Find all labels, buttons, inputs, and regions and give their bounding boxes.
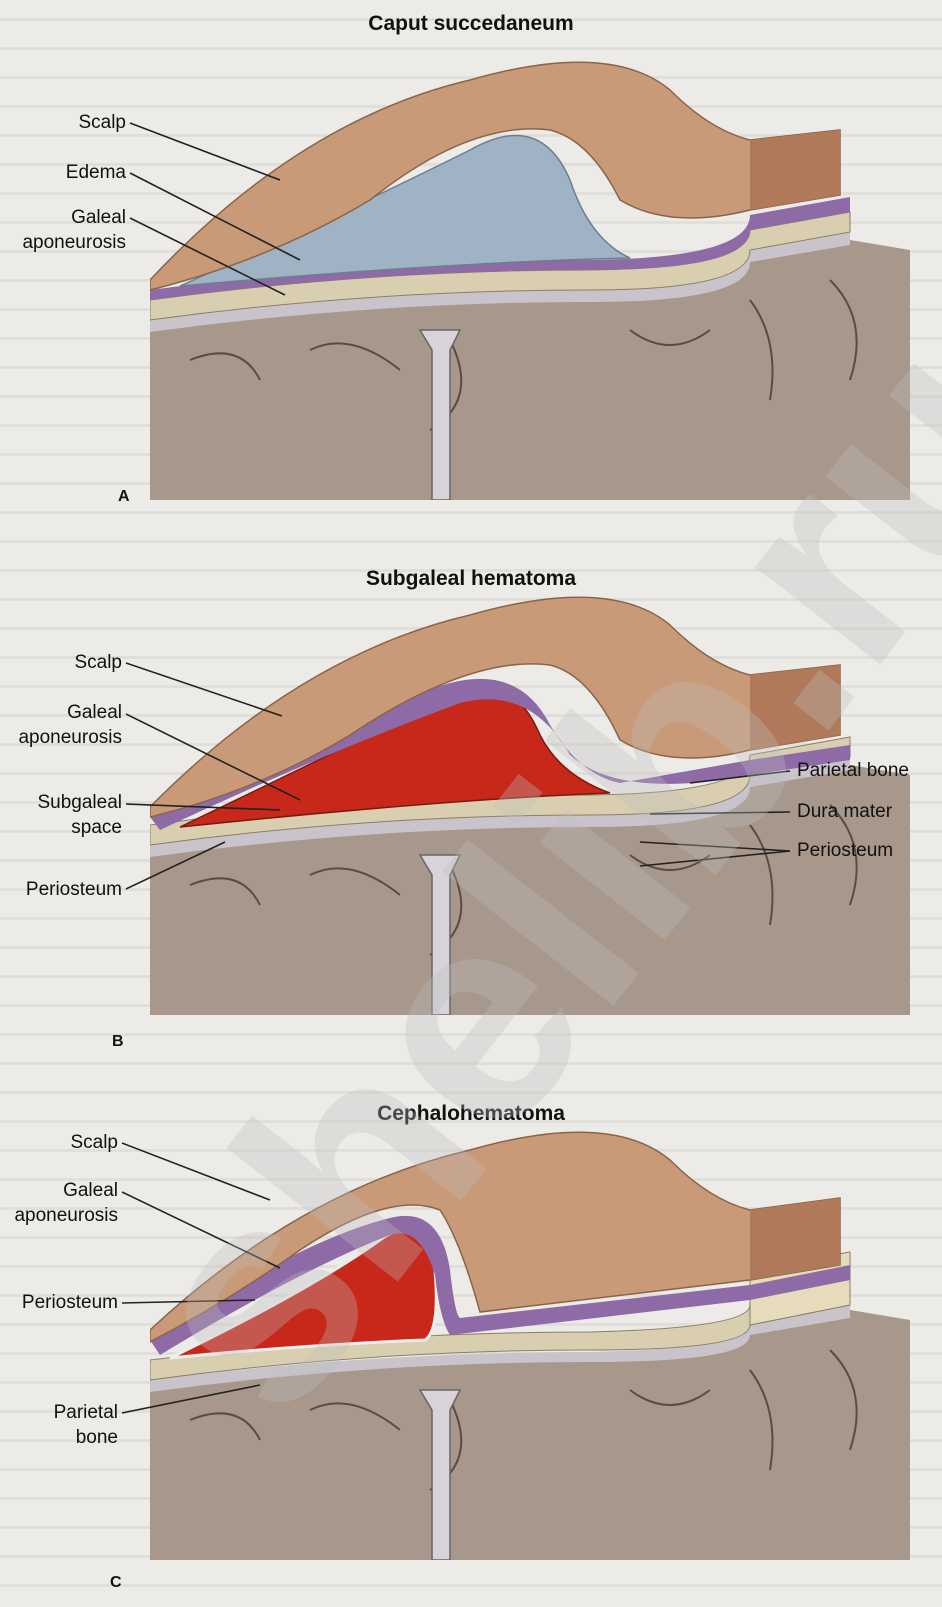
panel-letter: C [110, 1574, 122, 1592]
caput-succedaneum-illustration [150, 0, 910, 500]
label-periosteum: Periosteum [0, 1290, 118, 1315]
subgaleal-hematoma-illustration [150, 555, 910, 1015]
label-scalp: Scalp [66, 110, 126, 135]
label-edema: Edema [56, 160, 126, 185]
scalp-layer [150, 1132, 840, 1342]
label-periosteum-right: Periosteum [797, 838, 893, 863]
panel-a: Caput succedaneum Scalp Edema Galeal apo… [0, 0, 942, 520]
panel-letter: B [112, 1033, 124, 1051]
panel-c: Cephalohematoma Scalp Galeal aponeurosis… [0, 1090, 942, 1607]
label-scalp: Scalp [56, 1130, 118, 1155]
label-subgaleal-space: Subgaleal space [4, 790, 122, 840]
label-galeal-aponeurosis: Galeal aponeurosis [4, 205, 126, 255]
label-periosteum: Periosteum [4, 877, 122, 902]
cephalohematoma-illustration [150, 1090, 910, 1560]
label-parietal-bone: Parietal bone [797, 758, 909, 783]
label-scalp: Scalp [60, 650, 122, 675]
panel-letter: A [118, 488, 130, 506]
panel-b: Subgaleal hematoma Scalp Galeal aponeuro… [0, 555, 942, 1055]
label-galeal-aponeurosis: Galeal aponeurosis [4, 700, 122, 750]
label-dura-mater: Dura mater [797, 799, 892, 824]
label-parietal-bone: Parietal bone [0, 1400, 118, 1450]
label-galeal-aponeurosis: Galeal aponeurosis [0, 1178, 118, 1228]
